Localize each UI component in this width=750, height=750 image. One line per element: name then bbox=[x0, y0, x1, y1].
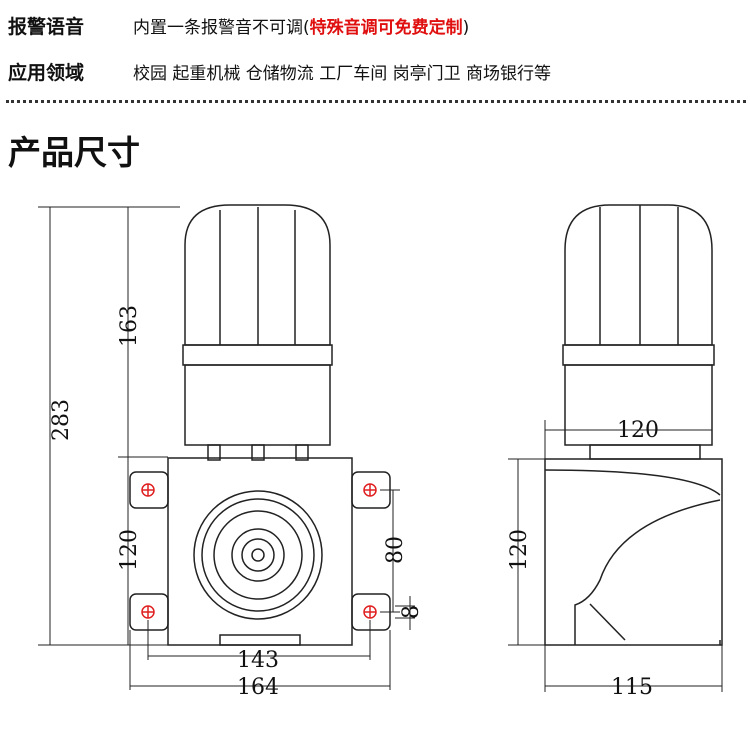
dim-hole-diameter: 8 bbox=[399, 605, 424, 619]
dim-hole-width: 143 bbox=[237, 648, 279, 673]
spec-label: 报警语音 bbox=[8, 16, 85, 38]
dim-box-height: 120 bbox=[117, 529, 142, 571]
dim-total-width: 164 bbox=[237, 675, 279, 700]
spec-suffix: ) bbox=[462, 18, 470, 38]
spec-row-alarm-sound: 报警语音 内置一条报警音不可调(特殊音调可免费定制) bbox=[8, 12, 469, 39]
side-view bbox=[544, 204, 723, 646]
dim-total-height: 283 bbox=[49, 399, 74, 441]
dim-side-light-width: 120 bbox=[617, 418, 659, 443]
horn-speaker bbox=[193, 490, 323, 620]
dim-side-depth: 115 bbox=[611, 675, 653, 700]
spec-row-application: 应用领域 校园 起重机械 仓储物流 工厂车间 岗亭门卫 商场银行等 bbox=[8, 58, 551, 85]
dim-hole-spacing: 80 bbox=[383, 536, 408, 564]
mounting-holes bbox=[141, 483, 377, 619]
dim-light-height: 163 bbox=[117, 305, 142, 347]
section-title: 产品尺寸 bbox=[8, 133, 140, 172]
spec-value: 校园 起重机械 仓储物流 工厂车间 岗亭门卫 商场银行等 bbox=[133, 64, 552, 84]
dimension-lines bbox=[38, 206, 723, 692]
dim-side-box-height: 120 bbox=[507, 529, 532, 571]
dotted-divider bbox=[6, 100, 746, 103]
spec-highlight: 特殊音调可免费定制 bbox=[309, 18, 463, 38]
spec-label: 应用领域 bbox=[8, 62, 85, 84]
spec-value: 内置一条报警音不可调( bbox=[133, 18, 310, 38]
connectors bbox=[207, 444, 309, 461]
front-view bbox=[129, 204, 391, 646]
